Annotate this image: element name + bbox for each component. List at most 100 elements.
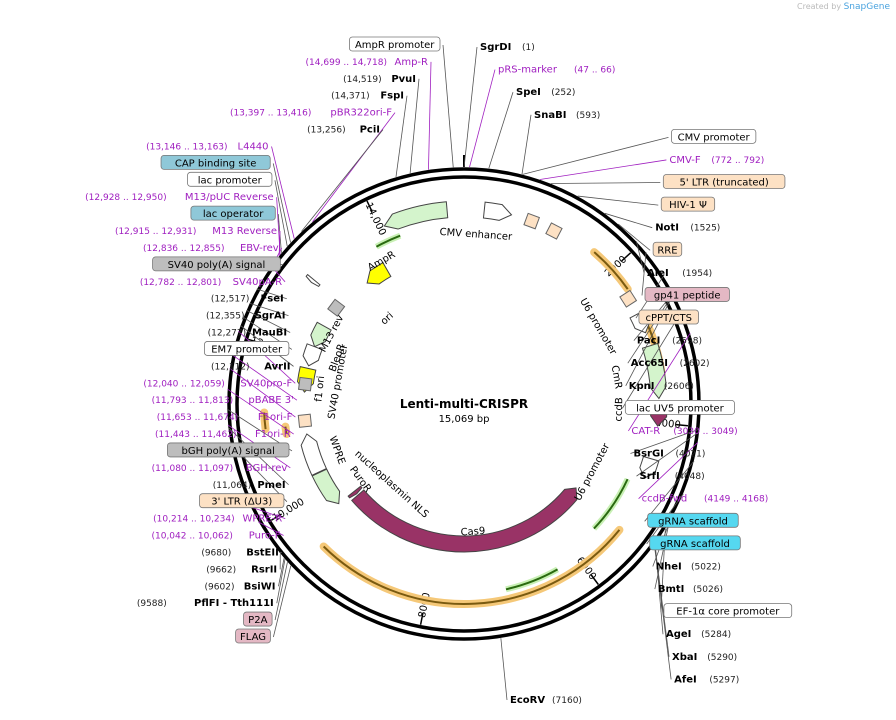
label-ef-1-core-promoter[interactable]: EF-1α core promoter <box>663 603 793 619</box>
feature-label-text: lac promoter <box>198 175 263 186</box>
feature-wpre[interactable] <box>300 433 328 477</box>
label-sgrdi[interactable]: SgrDI(1) <box>480 42 535 53</box>
label-sgrai[interactable]: SgrAI(12,355) <box>206 311 286 322</box>
leader-line <box>278 558 285 587</box>
feature-label-box <box>660 196 716 212</box>
label-pmei[interactable]: PmeI(11,064) <box>213 480 286 491</box>
label-grna-scaffold[interactable]: gRNA scaffold <box>647 512 739 528</box>
label-cppt-cts[interactable]: cPPT/CTS <box>638 309 699 325</box>
label-puro-f[interactable]: Puro-F (10,042 .. 10,062) <box>151 531 280 542</box>
label-f1ori-f[interactable]: F1ori-F(11,653 .. 11,674) <box>157 412 293 423</box>
leader-line <box>654 545 672 680</box>
enzyme-name: RsrII <box>251 564 277 575</box>
label-bsteii[interactable]: BstEII(9680) <box>201 547 279 558</box>
label-lac-promoter[interactable]: lac promoter <box>187 171 273 187</box>
label-l4440[interactable]: L4440(13,146 .. 13,163) <box>146 141 268 152</box>
primer-position: (12,782 .. 12,801) <box>140 278 221 288</box>
label-sv40-poly-a-signal[interactable]: SV40 poly(A) signal <box>152 256 281 272</box>
enzyme-name: KpnI <box>629 381 655 392</box>
leader-line <box>274 180 288 247</box>
label-rre[interactable]: RRE <box>652 241 683 257</box>
label-wpre-r[interactable]: WPRE-R(10,214 .. 10,234) <box>153 514 282 525</box>
feature-cmv-enhancer[interactable] <box>482 201 513 221</box>
label-p2a[interactable]: P2A <box>243 611 273 627</box>
feature-ampr[interactable] <box>383 201 449 230</box>
label-flag[interactable]: FLAG <box>235 628 271 644</box>
label-amp-r[interactable]: Amp-R(14,699 .. 14,718) <box>306 57 428 68</box>
label-kpni[interactable]: KpnI(2606) <box>629 381 694 392</box>
label-cmv-f[interactable]: CMV-F(772 .. 792) <box>669 155 764 166</box>
feature-ori[interactable] <box>366 261 392 285</box>
feature-m13-rev[interactable] <box>305 273 321 288</box>
label-ampr-promoter[interactable]: AmpR promoter <box>348 36 441 52</box>
label-xbai[interactable]: XbaI(5290) <box>672 652 737 663</box>
label-avrii[interactable]: AvrII(12,112) <box>211 361 291 372</box>
primer-name: Puro-F <box>249 531 281 542</box>
feature-name-wpre: WPRE <box>327 435 347 466</box>
label-pflfi-tth111i[interactable]: PflFI - Tth111I(9588) <box>137 598 274 609</box>
feature-cas9[interactable] <box>351 487 578 553</box>
label-pvui[interactable]: PvuI(14,519) <box>343 74 416 85</box>
label-agei[interactable]: AgeI(5284) <box>666 629 731 640</box>
label-paci[interactable]: PacI(2598) <box>637 336 702 347</box>
feature-label-box <box>199 493 285 509</box>
label-ebv-rev[interactable]: EBV-rev(12,836 .. 12,855) <box>143 243 279 254</box>
label-acc65i[interactable]: Acc65I(2602) <box>631 358 710 369</box>
enzyme-name: PmeI <box>257 480 285 491</box>
feature-bleor[interactable] <box>310 321 332 348</box>
label-5-ltr-truncated[interactable]: 5' LTR (truncated) <box>662 174 786 189</box>
bgh-box <box>297 376 313 392</box>
label-gp41-peptide[interactable]: gp41 peptide <box>644 287 730 302</box>
label-f1ori-r[interactable]: F1ori-R(11,443 .. 11,462) <box>155 429 291 440</box>
label-sv40pro-f[interactable]: SV40pro-F(12,040 .. 12,059) <box>143 378 292 389</box>
feature-label-text: CMV promoter <box>678 132 751 143</box>
label-fspi[interactable]: FspI(14,371) <box>331 91 404 102</box>
label-afei[interactable]: AfeI(5297) <box>674 674 739 685</box>
label-noti[interactable]: NotI(1525) <box>655 223 720 234</box>
label-bgh-rev[interactable]: BGH-rev(11,080 .. 11,097) <box>152 463 288 474</box>
label-grna-scaffold[interactable]: gRNA scaffold <box>649 535 741 551</box>
label-3-ltr-u3[interactable]: 3' LTR (ΔU3) <box>199 493 285 509</box>
enzyme-name: SpeI <box>516 87 541 98</box>
label-sv40pa-r[interactable]: SV40pA-R(12,782 .. 12,801) <box>140 277 282 288</box>
label-maubi[interactable]: MauBI(12,277) <box>208 328 288 339</box>
feature-label-text: gp41 peptide <box>654 290 721 301</box>
label-spei[interactable]: SpeI(252) <box>516 87 575 98</box>
label-lac-uv5-promoter[interactable]: lac UV5 promoter <box>624 399 735 415</box>
label-rsrii[interactable]: RsrII(9662) <box>206 564 277 575</box>
label-pbabe-3[interactable]: pBABE 3'(11,793 .. 11,813) <box>152 395 294 406</box>
label-fsei[interactable]: FseI(12,517) <box>211 294 284 305</box>
label-bmti[interactable]: BmtI(5026) <box>658 584 723 595</box>
primer-position: (10,042 .. 10,062) <box>151 532 232 542</box>
label-nhei[interactable]: NheI(5022) <box>656 561 721 572</box>
label-pcii[interactable]: PciI(13,256) <box>307 125 380 136</box>
feature-sv40-promoter[interactable] <box>302 343 323 367</box>
primer-name: pBABE 3' <box>248 395 294 406</box>
label-m13-reverse[interactable]: M13 Reverse(12,915 .. 12,931) <box>115 226 277 237</box>
label-srfi[interactable]: SrfI(4048) <box>640 471 705 482</box>
label-ccdb-fwd[interactable]: ccdB-fwd(4149 .. 4168) <box>642 494 769 505</box>
label-bsiwi[interactable]: BsiWI(9602) <box>205 581 276 592</box>
label-bsrgi[interactable]: BsrGI(4021) <box>633 449 705 460</box>
feature-name-cmr: CmR <box>609 365 624 390</box>
feature-nucleoplasmin-nls[interactable] <box>347 485 363 499</box>
label-alei[interactable]: AleI(1954) <box>647 268 712 279</box>
feature-puror[interactable] <box>311 468 341 505</box>
label-m13-puc-reverse[interactable]: M13/pUC Reverse(12,928 .. 12,950) <box>85 192 273 203</box>
enzyme-position: (1525) <box>690 224 720 234</box>
label-bgh-poly-a-signal[interactable]: bGH poly(A) signal <box>167 442 290 458</box>
label-ecorv[interactable]: EcoRV(7160) <box>510 695 582 706</box>
label-prs-marker[interactable]: pRS-marker(47 .. 66) <box>498 65 615 76</box>
leader-line <box>627 293 674 364</box>
label-hiv-1[interactable]: HIV-1 Ψ <box>660 196 716 212</box>
leader-line <box>577 195 659 206</box>
label-lac-operator[interactable]: lac operator <box>190 205 276 221</box>
label-pbr322ori-f[interactable]: pBR322ori-F(13,397 .. 13,416) <box>230 108 392 119</box>
label-cat-r[interactable]: CAT-R(3030 .. 3049) <box>631 426 737 437</box>
label-cmv-promoter[interactable]: CMV promoter <box>671 128 757 144</box>
label-cap-binding-site[interactable]: CAP binding site <box>160 154 271 170</box>
label-em7-promoter[interactable]: EM7 promoter <box>204 341 290 356</box>
label-snabi[interactable]: SnaBI(593) <box>534 110 600 121</box>
feature-cmr[interactable] <box>641 342 667 400</box>
